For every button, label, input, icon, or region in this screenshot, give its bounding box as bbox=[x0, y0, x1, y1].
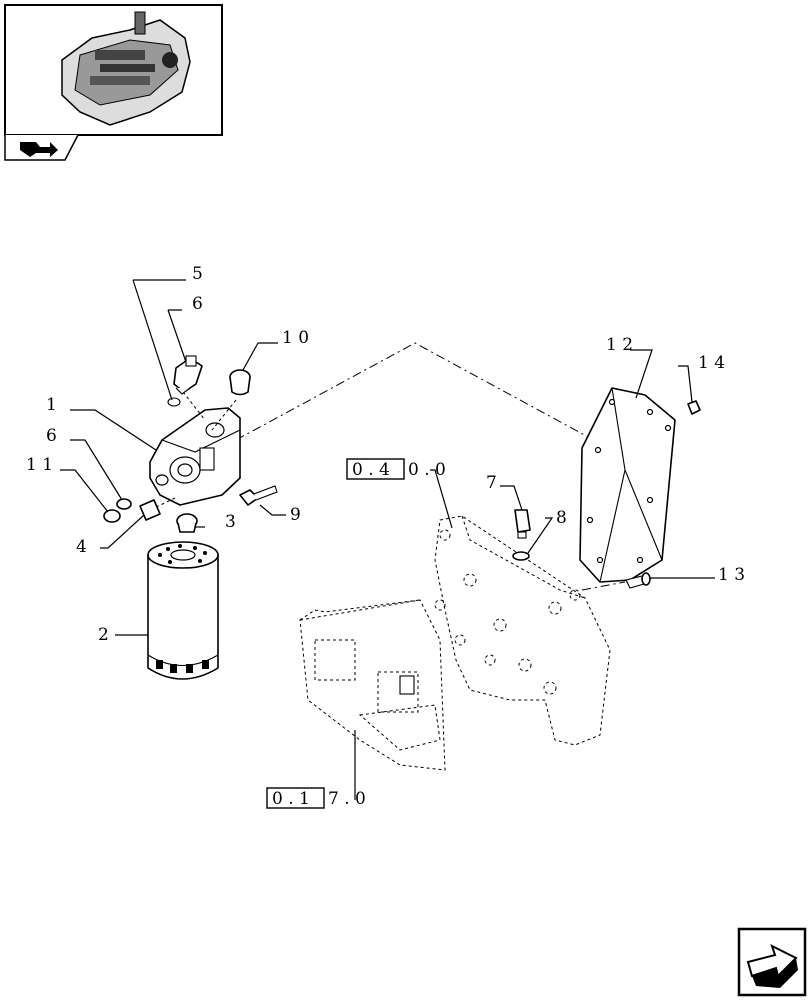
filter-cartridge-part[interactable] bbox=[147, 541, 219, 680]
plug-part-10[interactable] bbox=[229, 369, 251, 396]
callout-8: 8 bbox=[556, 508, 567, 528]
callout-6-left: 6 bbox=[46, 426, 57, 446]
bolt-part-13[interactable] bbox=[625, 572, 651, 589]
callout-10: 1 0 bbox=[282, 328, 309, 348]
o-ring-part-5[interactable] bbox=[167, 397, 181, 407]
callout-14: 1 4 bbox=[698, 353, 725, 373]
fitting-part-3[interactable] bbox=[176, 513, 198, 533]
callout-6-top: 6 bbox=[192, 294, 203, 314]
engine-thumbnail[interactable] bbox=[4, 4, 223, 136]
bracket-ref-rest: 0 . 0 bbox=[408, 460, 446, 480]
bolt-part-9[interactable] bbox=[239, 485, 278, 506]
assembly-guide bbox=[149, 391, 237, 511]
plug-part-11[interactable] bbox=[103, 509, 121, 523]
filter-head-part[interactable] bbox=[149, 407, 241, 506]
ecu-ref-rest: 7 . 0 bbox=[328, 789, 366, 809]
fitting-part-4[interactable] bbox=[139, 499, 161, 521]
callout-3: 3 bbox=[225, 512, 236, 532]
next-page-button[interactable] bbox=[737, 927, 807, 997]
callout-12: 1 2 bbox=[606, 335, 633, 355]
bracket-ref-boxed: 0 . 4 bbox=[352, 460, 390, 480]
book-tab[interactable] bbox=[4, 134, 79, 161]
leader-lines bbox=[60, 279, 715, 800]
callout-4: 4 bbox=[76, 537, 87, 557]
callout-13: 1 3 bbox=[718, 565, 745, 585]
engine-bracket-ref[interactable] bbox=[434, 515, 611, 746]
o-ring-part-8[interactable] bbox=[512, 551, 530, 561]
callout-9: 9 bbox=[290, 505, 301, 525]
temp-sensor-part-7[interactable] bbox=[514, 509, 531, 539]
washer-part-6[interactable] bbox=[116, 498, 132, 510]
engine-thumbnail-icon bbox=[61, 11, 191, 126]
alignment-line-lower bbox=[581, 581, 626, 591]
nut-part-14[interactable] bbox=[687, 400, 701, 415]
ecu-module-ref[interactable] bbox=[299, 599, 446, 771]
callout-7: 7 bbox=[486, 473, 497, 493]
callout-5: 5 bbox=[192, 264, 203, 284]
ecu-ref-boxed: 0 . 1 bbox=[272, 789, 310, 809]
shield-plate-part-12[interactable] bbox=[579, 387, 676, 583]
ecu-reference-label[interactable]: 0 . 1 7 . 0 bbox=[266, 787, 366, 809]
book-arrow-icon bbox=[20, 142, 58, 157]
callout-2: 2 bbox=[98, 625, 109, 645]
next-page-arrow-icon bbox=[746, 944, 798, 988]
sensor-part-6[interactable] bbox=[173, 355, 203, 395]
bracket-reference-label[interactable]: 0 . 4 0 . 0 bbox=[346, 458, 446, 480]
callout-11: 1 1 bbox=[26, 455, 53, 475]
callout-1: 1 bbox=[46, 395, 57, 415]
